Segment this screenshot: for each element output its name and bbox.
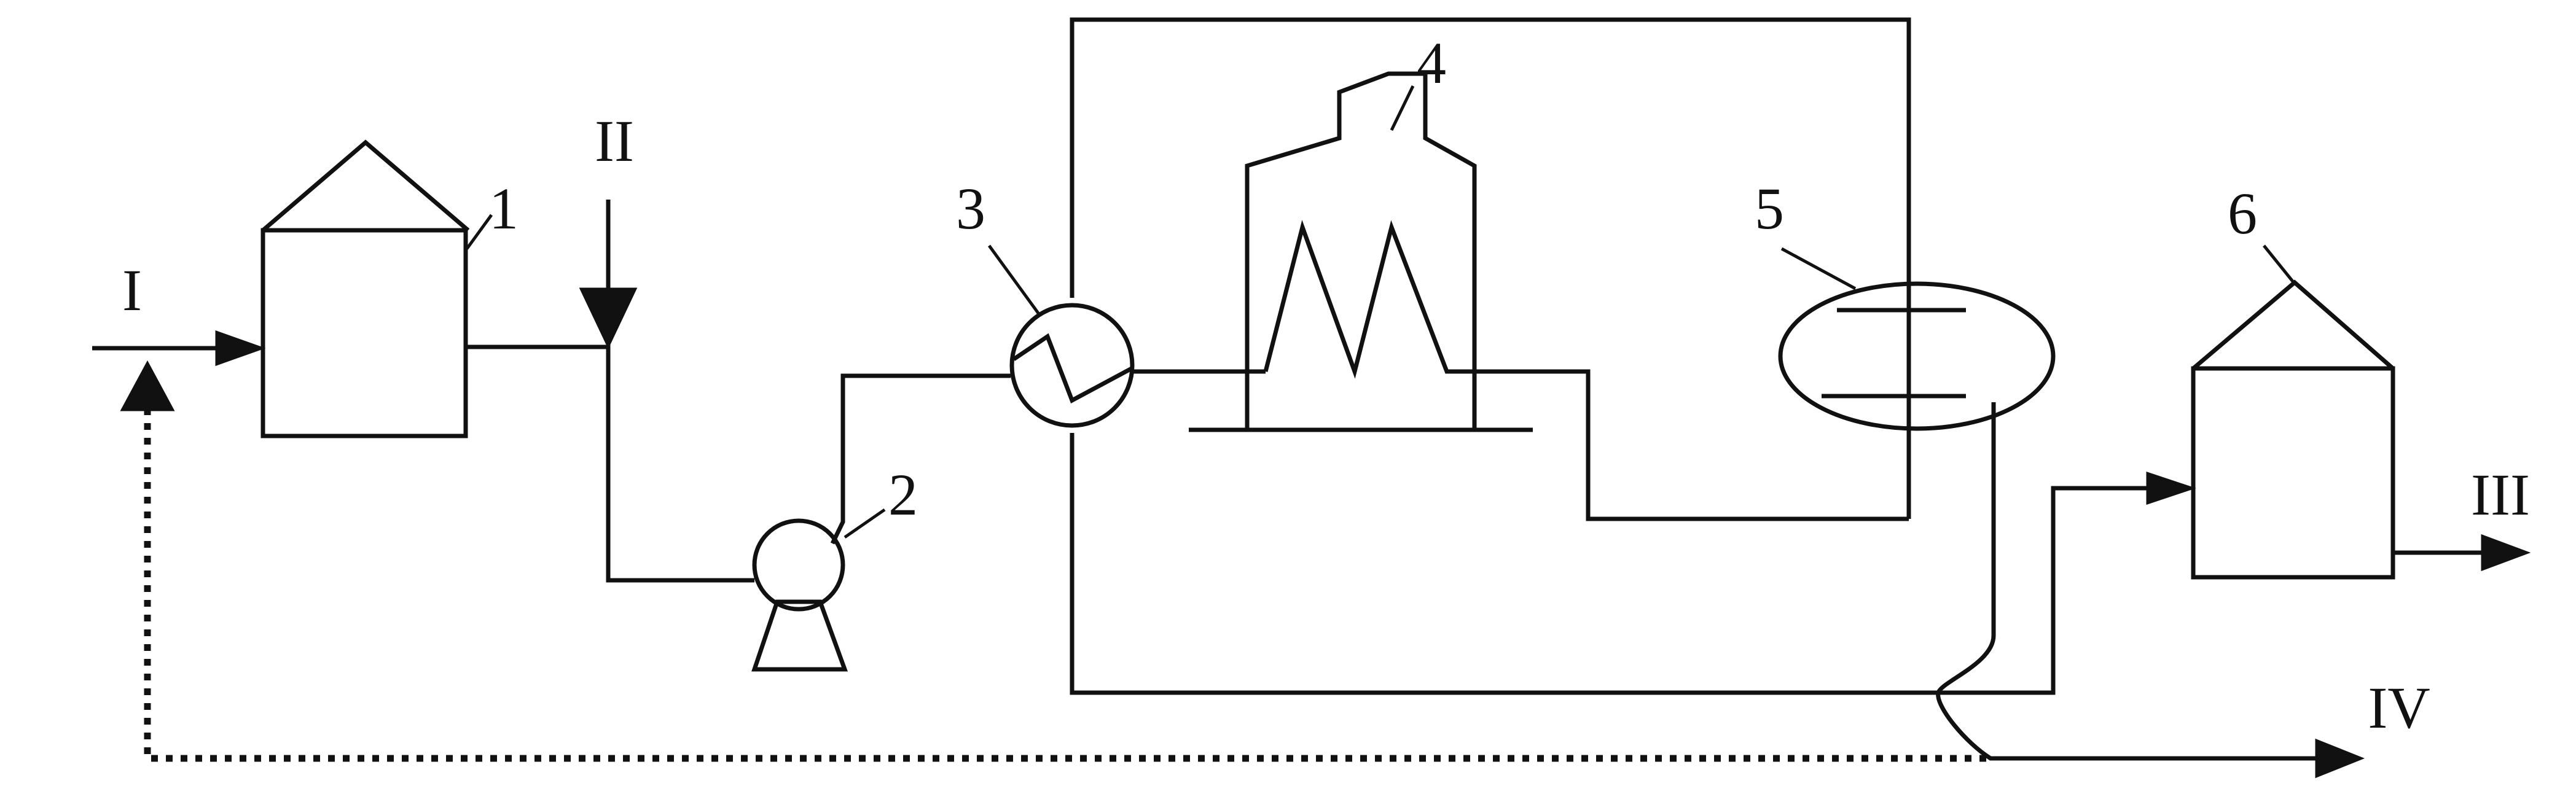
- unit-3-label: 3: [956, 176, 985, 241]
- separator-5: [1778, 281, 2056, 431]
- pump-discharge-line: [840, 373, 1011, 504]
- recycle-up-arrow: [120, 360, 175, 411]
- furnace-4: [1189, 71, 1533, 432]
- loop-top-line: [1070, 17, 1911, 519]
- stream-i-arrow: [215, 330, 266, 367]
- separator-bottom-outlet-line: [1936, 402, 2335, 761]
- loop-bottom-line: [1070, 433, 1938, 695]
- stream-ii-label: II: [595, 108, 634, 174]
- leader-line-6: [2263, 244, 2296, 285]
- unit-2-label: 2: [888, 462, 918, 527]
- unit-1-label: 1: [489, 176, 519, 241]
- stream-i-label: I: [122, 257, 142, 323]
- leader-line-5: [1780, 247, 1857, 290]
- unit-5-label: 5: [1755, 176, 1784, 241]
- stream-ii-arrow: [579, 287, 638, 349]
- stream-iv-arrow: [2315, 738, 2365, 779]
- leader-line-3: [987, 244, 1040, 314]
- pump-2: [751, 504, 848, 672]
- feed-tank-1: [260, 139, 470, 438]
- heat-exchanger-3: [1009, 303, 1135, 428]
- unit-4-label: 4: [1417, 30, 1446, 96]
- stream-iii-label: III: [2471, 462, 2530, 527]
- leader-line-2: [844, 508, 886, 539]
- leader-line-1: [465, 214, 493, 250]
- leader-line-4: [1390, 85, 1415, 131]
- recycle-dotted-line: [144, 408, 1991, 762]
- product-tank-6: [2191, 279, 2395, 580]
- stream-iii-arrow: [2481, 534, 2531, 572]
- stream-iv-label: IV: [2368, 675, 2430, 741]
- furnace-outlet-line: [1474, 369, 1909, 521]
- unit-6-label: 6: [2228, 181, 2257, 246]
- tank-outlet-line: [466, 344, 754, 583]
- tank6-inlet-arrow: [2146, 471, 2196, 505]
- loop-to-tank6-line: [1938, 486, 2150, 695]
